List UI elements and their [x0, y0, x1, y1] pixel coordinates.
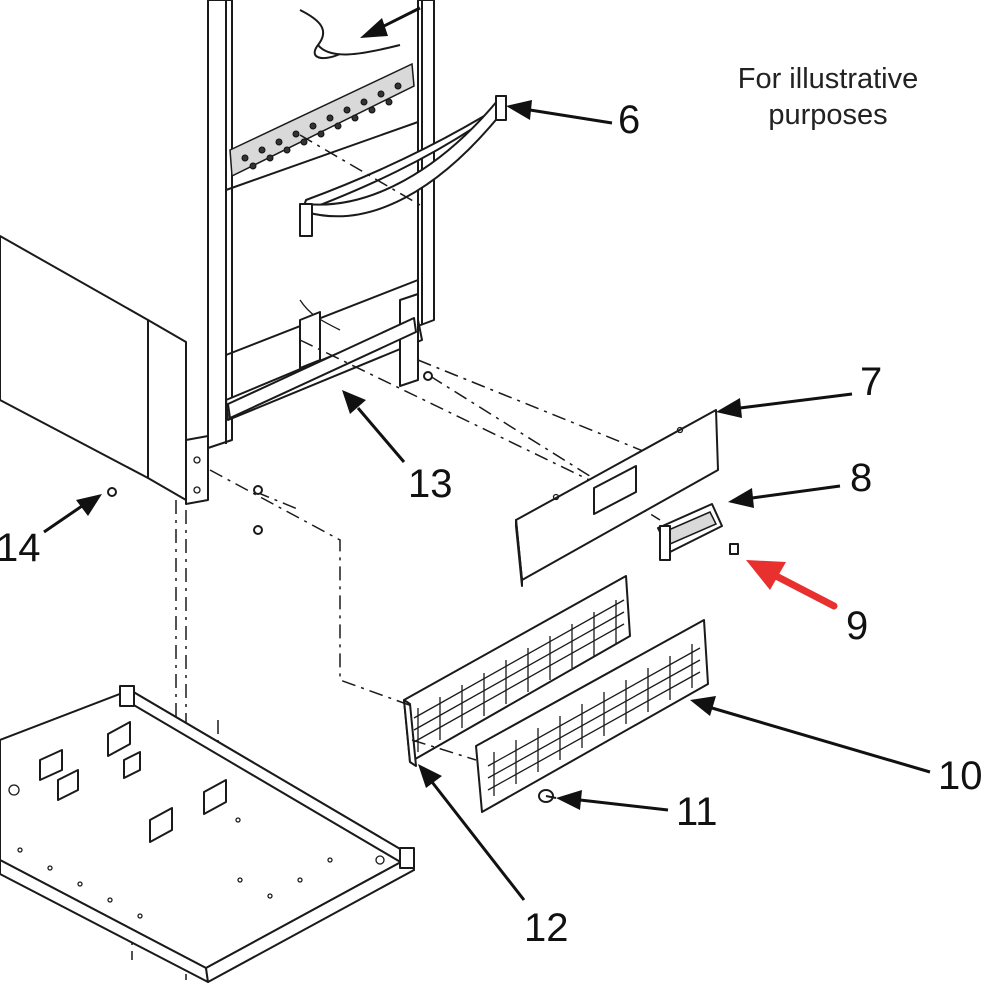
part-8-latch [657, 503, 723, 561]
callout-10: 10 [938, 754, 983, 798]
note-line-1: For illustrative [737, 63, 919, 95]
leader-arrows [43, 6, 931, 901]
element-holes [241, 82, 402, 170]
callout-7: 7 [860, 360, 883, 404]
illustrative-note: For illustrative purposes [698, 61, 958, 133]
part-13-bracket [227, 317, 417, 419]
cabinet-side-panel [0, 235, 187, 501]
callout-9: 9 [846, 604, 869, 648]
base-tabs [39, 721, 227, 843]
bracket-screws [107, 371, 433, 535]
part-11-screw [538, 789, 557, 803]
highlight-arrow [746, 560, 838, 610]
base-plate [0, 685, 415, 983]
part-10-vent-grille [475, 619, 709, 813]
note-line-2: purposes [768, 99, 888, 131]
part-7-panel [515, 409, 719, 587]
callout-8: 8 [850, 456, 873, 500]
part-12-vent-grille [403, 575, 631, 767]
callout-12: 12 [524, 906, 569, 950]
cavity-frame [185, 0, 435, 505]
part-9-screw [729, 543, 739, 555]
callout-14: 14 [0, 526, 41, 570]
callout-13: 13 [408, 462, 453, 506]
callout-6: 6 [618, 98, 641, 142]
callout-11: 11 [676, 790, 718, 834]
part-6-trim-bar [299, 95, 507, 237]
